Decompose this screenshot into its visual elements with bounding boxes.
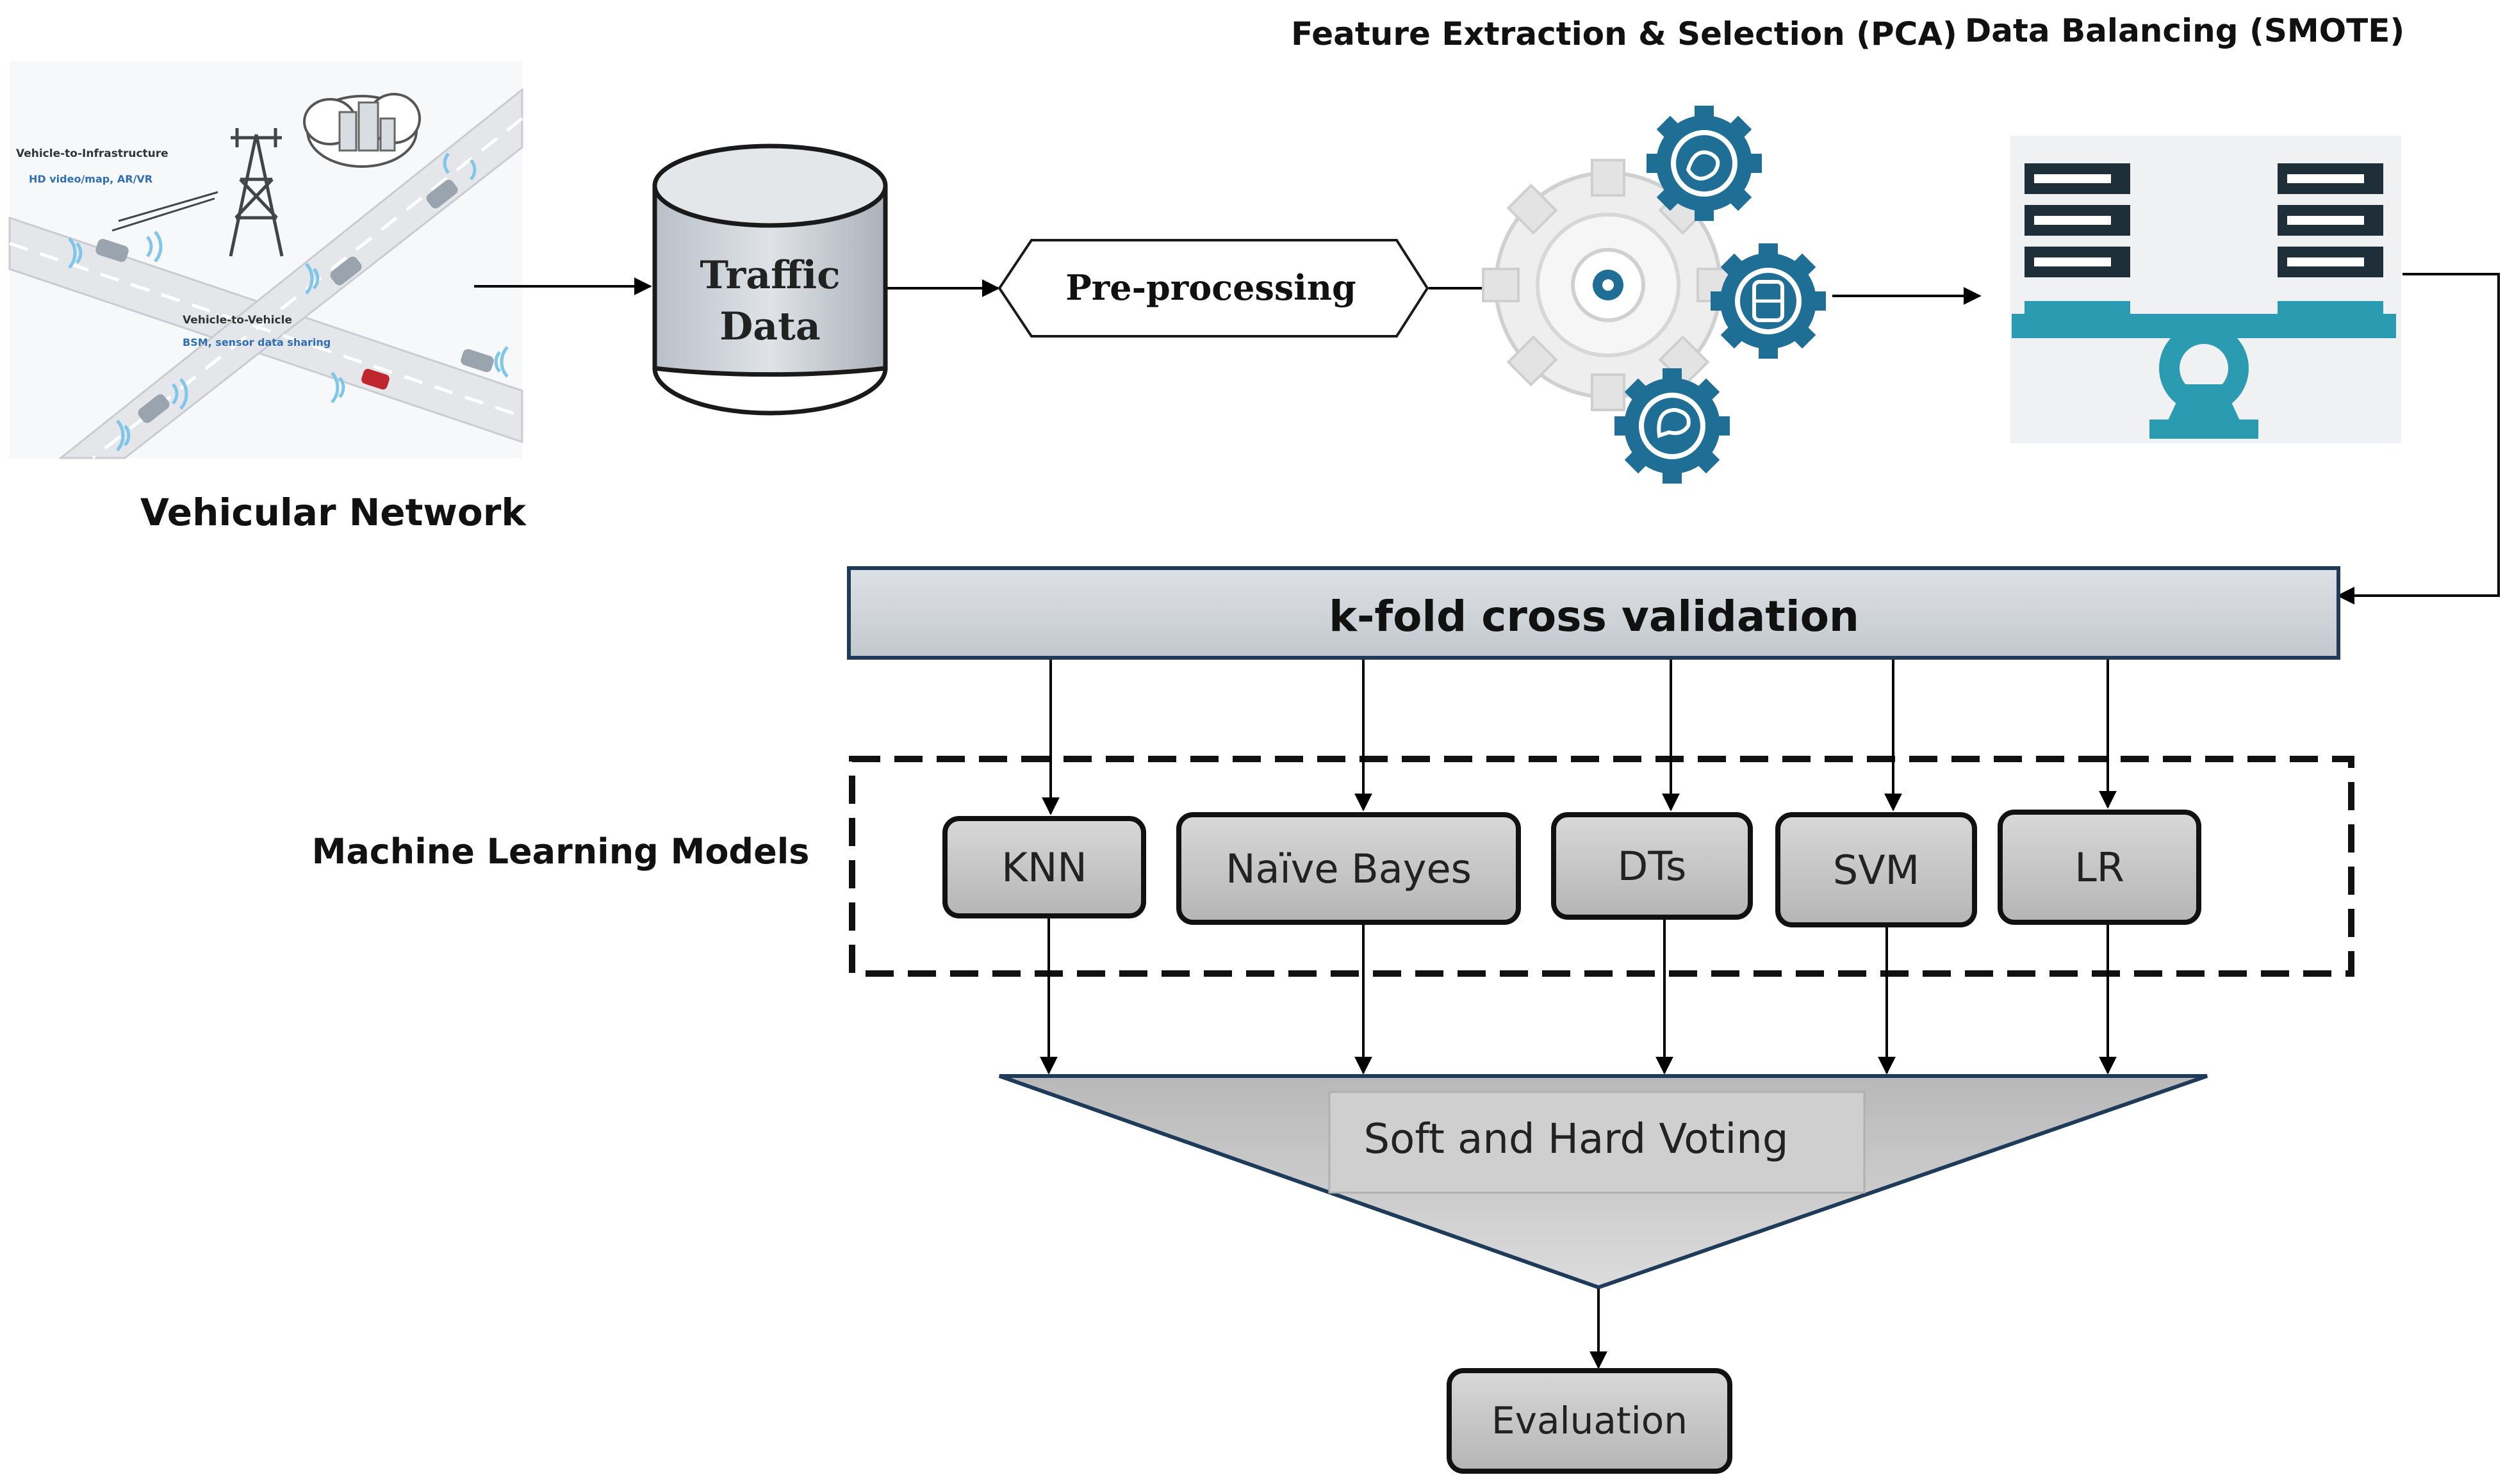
vehicular-network-caption: Vehicular Network: [140, 491, 527, 534]
blue-gear-bottom-icon: [1614, 368, 1730, 484]
model-box-dts: DTs: [1551, 812, 1753, 920]
feature-extraction-title: Feature Extraction & Selection (PCA): [1291, 15, 1957, 53]
model-arrows: [1040, 660, 2117, 1075]
blue-gear-top-icon: [1647, 106, 1762, 221]
cloud-icon: [303, 93, 421, 168]
ml-models-container: [849, 756, 2354, 977]
kfold-box: k-fold cross validation: [847, 566, 2340, 660]
model-box-frame: [942, 816, 1146, 918]
arrow-balancing-to-kfold: [2337, 273, 2500, 605]
vehicle-icons: [95, 179, 494, 423]
model-label: SVM: [1833, 847, 1919, 893]
evaluation-box: Evaluation: [1447, 1368, 1732, 1474]
voting-label: Soft and Hard Voting: [1364, 1116, 1789, 1163]
v2i-title: Vehicle-to-Infrastructure: [16, 147, 168, 160]
v2i-subtitle: HD video/map, AR/VR: [29, 173, 152, 185]
large-gear-icon: [1482, 159, 1734, 411]
ml-model-boxes: KNN Naïve Bayes DTs SVM LR: [942, 810, 2201, 927]
model-box-na-ve-bayes: Naïve Bayes: [1176, 812, 1521, 925]
v2v-title: Vehicle-to-Vehicle: [183, 314, 292, 327]
model-label: LR: [2074, 844, 2124, 891]
model-label: Naïve Bayes: [1226, 845, 1472, 892]
traffic-data-line1: Traffic: [700, 253, 840, 298]
data-balancing-title: Data Balancing (SMOTE): [1965, 12, 2404, 49]
traffic-data-line2: Data: [719, 304, 821, 349]
model-box-frame: [1998, 810, 2201, 925]
traffic-data-cylinder: Traffic Data: [652, 143, 888, 416]
model-box-frame: [1176, 812, 1521, 925]
kfold-label: k-fold cross validation: [1329, 592, 1859, 641]
voting-label-box: [1328, 1091, 1866, 1194]
model-label: DTs: [1618, 843, 1687, 890]
ml-models-label: Machine Learning Models: [312, 831, 810, 872]
server-stack-left-icon: [2025, 163, 2130, 277]
model-label: KNN: [1001, 844, 1087, 891]
model-box-lr: LR: [1998, 810, 2201, 925]
v2v-subtitle: BSM, sensor data sharing: [183, 336, 331, 348]
balance-servers-icon: [2010, 136, 2401, 443]
model-box-frame: [1775, 812, 1977, 927]
cell-tower-icon: [229, 128, 284, 257]
model-box-svm: SVM: [1775, 812, 1977, 927]
voting-triangle: Soft and Hard Voting: [999, 1074, 2208, 1290]
scale-base-icon: [2012, 301, 2396, 439]
vehicular-network-illustration: Vehicle-to-Infrastructure HD video/map, …: [8, 61, 527, 534]
preprocessing-box: Pre-processing: [998, 239, 1429, 338]
preprocessing-label: Pre-processing: [1065, 267, 1356, 308]
road-diagonal: [58, 87, 523, 459]
blue-gear-right-icon: [1711, 243, 1826, 359]
evaluation-label: Evaluation: [1491, 1399, 1688, 1442]
gears-icon: [1482, 106, 1826, 484]
wireless-signal-icons: [68, 152, 509, 452]
model-box-frame: [1551, 812, 1753, 920]
server-stack-right-icon: [2278, 163, 2383, 277]
model-box-knn: KNN: [942, 816, 1146, 918]
